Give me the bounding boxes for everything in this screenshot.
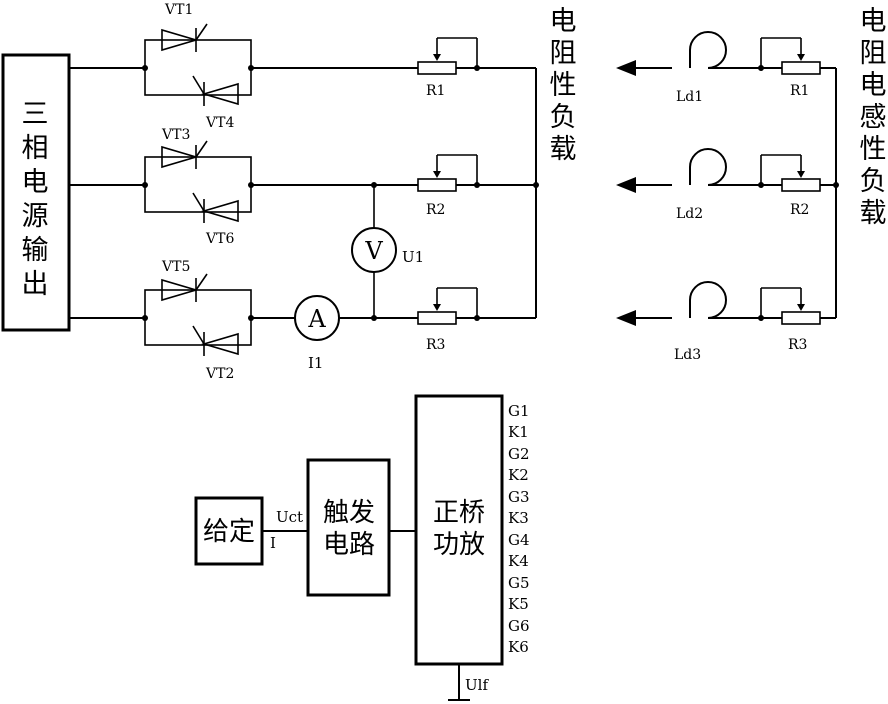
ammeter-symbol: A [307,305,326,333]
resistive-load-title: 电 阻 性 负 载 [550,6,577,165]
label-ld2: Ld2 [676,206,703,222]
amplifier-block: 正桥 功放 [414,394,504,666]
il-char-4: 感 [860,102,887,133]
label-vt1: VT1 [164,2,193,18]
trigger-block: 触发 电路 [306,458,391,597]
il-char-6: 负 [860,166,887,197]
amplifier-supply-label: Ulf [465,676,489,694]
label-vt2: VT2 [205,366,234,382]
label-r2-left: R2 [426,202,445,218]
gate-signal-k2: K2 [508,466,529,484]
il-char-5: 性 [860,134,887,165]
trigger-input-tick: I [270,534,276,552]
voltmeter-label: U1 [402,248,424,266]
label-ld1: Ld1 [676,89,703,105]
setpoint-label: 给定 [203,517,255,547]
gate-signal-g5: G5 [508,574,530,592]
setpoint-block: 给定 [194,496,264,566]
inductor-ld2 [689,148,727,186]
label-r1-left: R1 [426,83,445,99]
rheostat-r2-left [417,154,480,192]
trigger-input-label: Uct [276,508,303,526]
label-r3-left: R3 [426,337,445,353]
thyristor-pair-1 [142,23,254,106]
label-vt5: VT5 [161,259,190,275]
thyristor-pair-3 [142,273,254,356]
vt3-symbol [161,145,199,169]
gate-signal-g3: G3 [508,488,530,506]
source-char-2: 相 [22,133,49,164]
label-r2-right: R2 [790,202,809,218]
trigger-label-line1: 触发 [323,498,375,528]
ammeter: A [294,295,340,341]
inductor-ld1 [689,31,727,69]
source-char-3: 电 [22,167,49,198]
gate-signal-g6: G6 [508,617,530,635]
gate-signal-g1: G1 [508,402,530,420]
thyristor-pair-2 [142,140,254,223]
label-ld3: Ld3 [674,347,701,363]
rl-char-1: 电 [550,6,577,37]
rl-char-3: 性 [550,70,577,101]
phase-wires [69,67,145,319]
vt4-symbol [201,82,239,106]
source-block: 三 相 电 源 输 出 [1,53,71,332]
ammeter-label: I1 [308,354,323,372]
rheostat-r1-right [758,37,821,75]
gate-signal-list: G1 K1 G2 K2 G3 K3 G4 K4 G5 K5 G6 K6 [508,402,530,656]
rl-char-2: 阻 [550,38,577,69]
gate-signal-k4: K4 [508,552,529,570]
vt6-symbol [201,199,239,223]
inductor-ld3 [689,281,727,319]
label-vt6: VT6 [205,231,234,247]
gate-signal-g4: G4 [508,531,530,549]
voltmeter-symbol: V [364,237,383,265]
rheostat-r3-left [417,287,480,325]
label-r1-right: R1 [790,83,809,99]
label-vt4: VT4 [205,115,234,131]
gate-signal-k3: K3 [508,509,529,527]
gate-signal-k5: K5 [508,595,529,613]
amplifier-label-line2: 功放 [433,530,485,560]
vt1-symbol [161,28,199,52]
source-char-4: 源 [22,201,49,232]
amplifier-label-line1: 正桥 [433,498,485,528]
vt5-symbol [161,278,199,302]
gate-signal-k1: K1 [508,423,529,441]
resistive-load-wiring [251,67,539,321]
source-char-6: 出 [22,269,49,300]
rheostat-r3-right [758,287,821,325]
label-r3-right: R3 [788,337,807,353]
rl-char-5: 载 [550,134,577,165]
source-char-1: 三 [22,99,49,130]
rheostat-r2-right [758,154,821,192]
rheostat-r1-left [417,37,480,75]
inductive-load-wiring [616,60,839,326]
inductive-load-title: 电 阻 电 感 性 负 载 [860,6,887,229]
trigger-label-line2: 电路 [323,530,375,560]
gate-signal-k6: K6 [508,638,529,656]
vt2-symbol [201,332,239,356]
label-vt3: VT3 [161,127,190,143]
voltmeter: V [351,227,397,273]
gate-signal-g2: G2 [508,445,530,463]
rl-char-4: 负 [550,102,577,133]
il-char-3: 电 [860,70,887,101]
il-char-7: 载 [860,198,887,229]
il-char-1: 电 [860,6,887,37]
il-char-2: 阻 [860,38,887,69]
source-char-5: 输 [22,235,49,266]
